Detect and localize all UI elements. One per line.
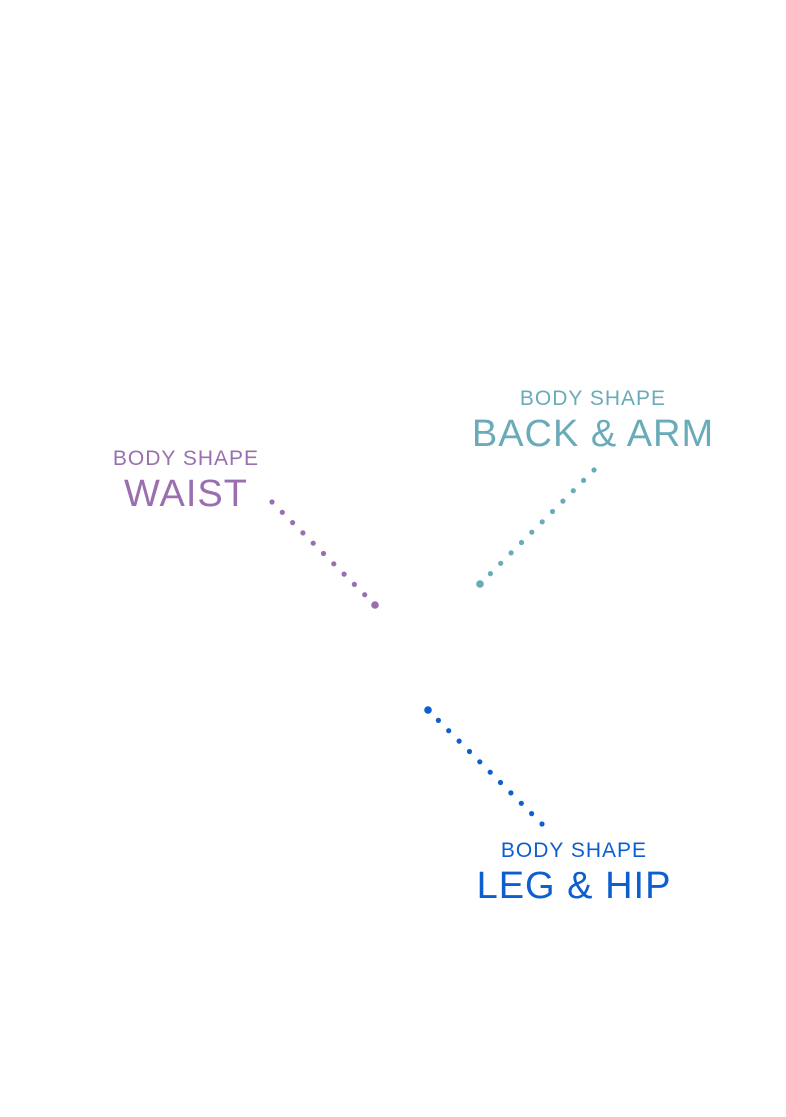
leader-dot <box>508 790 514 796</box>
leader-dot <box>518 800 524 806</box>
leader-dot <box>351 581 357 588</box>
leader-line-back-arm <box>476 467 597 588</box>
leader-dot <box>446 728 452 734</box>
leader-dot <box>539 821 545 827</box>
callout-leg-hip-title: LEG & HIP <box>476 865 672 907</box>
callout-waist-subtitle: BODY SHAPE <box>112 447 260 470</box>
callout-back-arm: BODY SHAPE BACK & ARM <box>455 386 731 456</box>
leader-dot <box>371 601 379 609</box>
leader-dot <box>477 759 483 765</box>
leader-dot <box>487 769 493 775</box>
leader-dot <box>529 529 535 535</box>
callout-back-arm-subtitle: BODY SHAPE <box>519 387 667 410</box>
leader-dot <box>341 571 347 577</box>
leader-dot <box>300 530 306 536</box>
leader-dot <box>539 519 545 525</box>
leader-dot <box>487 571 493 577</box>
leader-dot <box>497 779 504 786</box>
leader-dot <box>456 738 462 744</box>
leader-dot <box>320 550 327 557</box>
leader-dot <box>518 539 525 546</box>
leader-dot <box>331 561 337 567</box>
leader-dot <box>549 508 556 515</box>
callout-leg-hip: BODY SHAPE LEG & HIP <box>458 838 690 908</box>
callout-back-arm-title: BACK & ARM <box>471 413 715 455</box>
leader-dot <box>466 748 473 755</box>
leader-dot <box>310 540 316 546</box>
leader-dot <box>424 706 432 714</box>
callout-leg-hip-subtitle: BODY SHAPE <box>500 839 648 862</box>
leader-dot <box>529 811 535 817</box>
leader-line-leg-hip <box>424 706 545 827</box>
leader-line-waist <box>269 499 379 609</box>
leader-dot <box>570 488 576 494</box>
leader-dot <box>279 509 285 515</box>
leader-dot <box>362 592 368 598</box>
leader-dot <box>290 520 296 526</box>
leader-dot <box>591 467 597 473</box>
leader-dot <box>498 560 504 566</box>
leader-dot <box>435 717 441 724</box>
leader-dot <box>269 499 275 505</box>
callout-waist: BODY SHAPE WAIST <box>95 446 277 516</box>
callout-waist-title: WAIST <box>124 473 248 515</box>
leader-dot <box>508 550 514 556</box>
leader-dot <box>560 498 566 504</box>
leader-dot <box>476 580 484 588</box>
leader-dot <box>581 477 587 483</box>
